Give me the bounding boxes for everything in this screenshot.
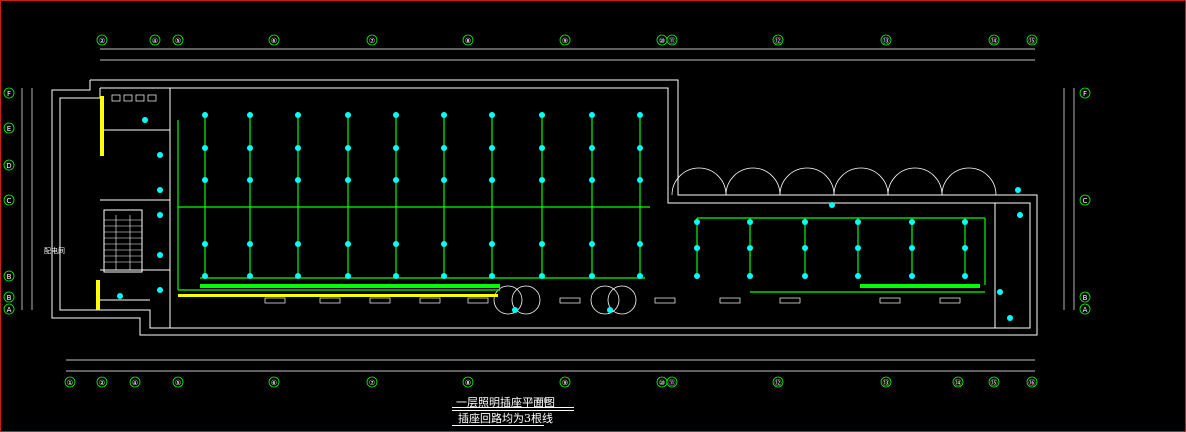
grid-bubble [64, 376, 76, 388]
grid-bubble-label: ⑯ [1029, 379, 1036, 387]
grid-bubble [666, 376, 678, 388]
grid-bubble [1026, 376, 1038, 388]
grid-bubble [952, 376, 964, 388]
grid-bubble-label: ⑭ [991, 37, 998, 45]
grid-bubble [3, 122, 15, 134]
grid-bubble-label: ⑩ [659, 37, 665, 45]
grid-bubble-label: D [6, 162, 11, 170]
grid-bubble [3, 87, 15, 99]
grid-bubble-label: E [7, 125, 11, 133]
grid-bubble-label: ⑦ [369, 37, 375, 45]
light-fixtures [117, 112, 1023, 321]
top-window-marks [111, 94, 961, 304]
grid-bubble-label: B [1083, 294, 1088, 302]
grid-bubble [3, 270, 15, 282]
grid-markers-right: F C BA [1079, 87, 1091, 315]
grid-bubble-label: ① [67, 379, 73, 387]
grid-bubble [462, 34, 474, 46]
grid-bubble [96, 34, 108, 46]
grid-bubble-label: B [7, 294, 12, 302]
grid-bubble [1079, 303, 1091, 315]
grid-bubble [366, 376, 378, 388]
grid-bubble-label: ⑨ [562, 37, 568, 45]
grid-bubble [149, 34, 161, 46]
grid-bubble-label: F [1083, 90, 1087, 98]
grid-bubble-label: ② [99, 37, 105, 45]
grid-bubble [988, 34, 1000, 46]
grid-bubble-label: C [1083, 197, 1088, 205]
grid-bubble [462, 376, 474, 388]
grid-bubble-label: ⑬ [883, 379, 890, 387]
grid-bubble-label: ⑮ [991, 379, 998, 387]
grid-bubble [1079, 87, 1091, 99]
grid-bubble-label: B [7, 273, 12, 281]
stair-left [104, 215, 142, 270]
grid-bubble [96, 376, 108, 388]
grid-bubble-label: ⑨ [562, 379, 568, 387]
grid-bubble-label: ⑥ [271, 379, 277, 387]
socket-bus [96, 96, 980, 310]
note-underline [452, 425, 544, 426]
grid-bubble [366, 34, 378, 46]
left-dimension-lines [21, 88, 33, 310]
grid-bubble [172, 376, 184, 388]
drawing-title: 一层照明插座平面图 [456, 396, 555, 409]
drawing-note: 插座回路均为3根线 [458, 412, 553, 425]
bottom-dimension-lines [66, 359, 1035, 372]
grid-bubble-label: F [7, 90, 11, 98]
grid-bubble-label: ④ [152, 37, 158, 45]
grid-bubble [988, 376, 1000, 388]
grid-bubble [1079, 291, 1091, 303]
grid-bubble [772, 34, 784, 46]
door-arcs [493, 167, 997, 315]
grid-bubble-label: ⑧ [465, 37, 471, 45]
grid-bubble-label: ⑬ [883, 37, 890, 45]
grid-bubble-label: A [7, 306, 12, 314]
grid-bubble [3, 303, 15, 315]
grid-bubble-label: A [1083, 306, 1088, 314]
grid-bubble [559, 34, 571, 46]
grid-bubble-label: C [7, 197, 12, 205]
grid-bubble-label: ⑥ [271, 37, 277, 45]
grid-bubble-label: ⑤ [175, 37, 181, 45]
grid-bubble [3, 159, 15, 171]
top-dimension-lines [100, 48, 1035, 61]
grid-bubble [772, 376, 784, 388]
grid-bubble-label: ⑤ [175, 379, 181, 387]
grid-bubble-label: ⑪ [669, 379, 676, 387]
grid-bubble-label: ⑩ [659, 379, 665, 387]
grid-bubble [559, 376, 571, 388]
grid-bubble [172, 34, 184, 46]
grid-bubble-label: ⑭ [955, 379, 962, 387]
grid-bubble-label: ⑪ [669, 37, 676, 45]
right-dimension-lines [1063, 88, 1075, 310]
grid-bubble-label: ⑮ [1029, 37, 1036, 45]
room-label: 配电间 [44, 246, 65, 255]
grid-bubble-label: ⑫ [775, 37, 782, 45]
grid-bubble [3, 291, 15, 303]
grid-bubble [880, 376, 892, 388]
grid-bubble [268, 376, 280, 388]
grid-bubble [129, 376, 141, 388]
grid-bubble [880, 34, 892, 46]
grid-bubble-label: ⑦ [369, 379, 375, 387]
grid-bubble [666, 34, 678, 46]
grid-bubble-label: ⑧ [465, 379, 471, 387]
title-underline-2 [452, 410, 574, 411]
drawing-scale: 1:100 [530, 398, 548, 405]
grid-bubble-label: ⑫ [775, 379, 782, 387]
grid-bubble [268, 34, 280, 46]
grid-bubble [1079, 194, 1091, 206]
building-walls [51, 79, 1038, 336]
lighting-wiring [177, 112, 986, 293]
grid-bubble [3, 194, 15, 206]
grid-bubble [1026, 34, 1038, 46]
grid-bubble-label: ④ [132, 379, 138, 387]
grid-bubble-label: ② [99, 379, 105, 387]
title-underline-1 [452, 407, 574, 408]
